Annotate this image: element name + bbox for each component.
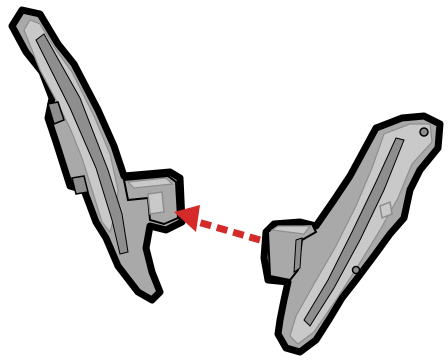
right-bracket-part	[264, 116, 440, 352]
right-bracket-hole-side	[353, 267, 360, 274]
left-bracket-part	[12, 10, 182, 300]
left-bracket-connector-slot	[148, 192, 164, 214]
insertion-arrow	[174, 205, 260, 240]
arrow-dashed-shaft	[198, 222, 260, 240]
right-bracket-hole-top	[420, 128, 428, 136]
